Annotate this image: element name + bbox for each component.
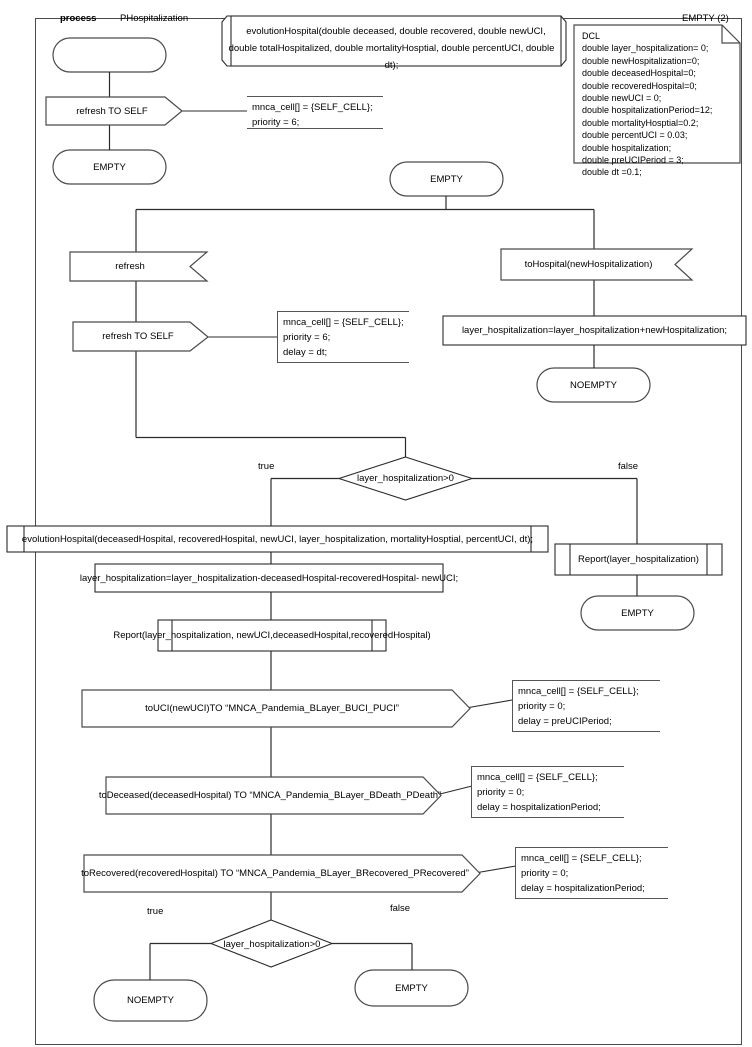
output-refresh-to-self-top-label: refresh TO SELF xyxy=(76,105,148,117)
condition-note-deceased: mnca_cell[] = {SELF_CELL}; priority = 0;… xyxy=(471,766,624,818)
noempty-right-state-label: NOEMPTY xyxy=(570,379,617,391)
condition-note-deceased-line-1: priority = 0; xyxy=(477,787,525,798)
condition-note-mid-line-0: mnca_cell[] = {SELF_CELL}; xyxy=(283,317,404,328)
procedure-header-line2: double totalHospitalized, double mortali… xyxy=(228,43,555,71)
call-evolution-label: evolutionHospital(deceasedHospital, reco… xyxy=(21,533,534,545)
condition-note-uci: mnca_cell[] = {SELF_CELL}; priority = 0;… xyxy=(512,680,660,732)
condition-note-top-line-0: mnca_cell[] = {SELF_CELL}; xyxy=(252,102,373,113)
empty-false-state-label: EMPTY xyxy=(621,607,654,619)
condition-note-mid: mnca_cell[] = {SELF_CELL}; priority = 6;… xyxy=(277,311,409,363)
procedure-header-line1: evolutionHospital(double deceased, doubl… xyxy=(246,26,546,37)
empty-reference-label: EMPTY (2) xyxy=(682,13,729,24)
condition-note-uci-line-2: delay = preUCIPeriod; xyxy=(518,716,612,727)
decision-top-label: layer_hospitalization>0 xyxy=(357,472,454,484)
dcl-line-4: double newUCI = 0; xyxy=(582,93,662,104)
input-refresh-label: refresh xyxy=(115,261,145,272)
empty-mid-state-label: EMPTY xyxy=(430,173,463,185)
output-to-uci-label: toUCI(newUCI)TO “MNCA_Pandemia_BLayer_BU… xyxy=(145,703,399,714)
dcl-line-10: double dt =0.1; xyxy=(582,167,642,178)
task-add-label: layer_hospitalization=layer_hospitalizat… xyxy=(461,325,728,336)
noempty-bottom-state-label: NOEMPTY xyxy=(127,995,174,1006)
empty-bottom-state-label: EMPTY xyxy=(395,982,428,994)
start-state-label xyxy=(53,38,166,72)
procedure-header-text: evolutionHospital(double deceased, doubl… xyxy=(229,23,561,71)
output-refresh-to-self-mid-label: refresh TO SELF xyxy=(102,331,174,342)
dcl-title: DCL xyxy=(582,31,601,41)
output-to-recovered-label: toRecovered(recoveredHospital) TO “MNCA_… xyxy=(81,868,469,879)
call-report-false-label: Report(layer_hospitalization) xyxy=(578,554,699,565)
call-report-full-label: Report(layer_hospitalization, newUCI,dec… xyxy=(113,630,431,641)
branch-label-false-bottom: false xyxy=(390,903,411,914)
condition-note-recovered-line-1: priority = 0; xyxy=(521,868,569,879)
branch-label-true-bottom: true xyxy=(147,906,164,917)
condition-note-mid-line-2: delay = dt; xyxy=(283,347,328,358)
dcl-line-8: double hospitalization; xyxy=(582,142,672,153)
condition-note-mid-line-1: priority = 6; xyxy=(283,332,331,343)
condition-note-recovered-line-2: delay = hospitalizationPeriod; xyxy=(521,883,645,894)
branch-label-false-top: false xyxy=(618,461,639,472)
dcl-line-7: double percentUCI = 0.03; xyxy=(582,130,688,141)
dcl-line-9: double preUCIPeriod = 3; xyxy=(582,155,684,166)
dcl-line-1: double newHospitalization=0; xyxy=(582,55,700,66)
dcl-line-0: double layer_hospitalization= 0; xyxy=(582,43,709,54)
dcl-note-text: DCL double layer_hospitalization= 0; dou… xyxy=(577,27,737,182)
condition-note-uci-line-0: mnca_cell[] = {SELF_CELL}; xyxy=(518,686,639,697)
empty-top-state-label: EMPTY xyxy=(93,161,126,173)
condition-note-deceased-line-2: delay = hospitalizationPeriod; xyxy=(477,802,601,813)
task-subtract-label: layer_hospitalization=layer_hospitalizat… xyxy=(79,572,459,584)
condition-note-recovered-line-0: mnca_cell[] = {SELF_CELL}; xyxy=(521,853,642,864)
process-keyword-label: process xyxy=(60,13,97,24)
decision-bottom-label: layer_hospitalization>0 xyxy=(223,938,321,950)
branch-label-true-top: true xyxy=(258,461,275,472)
dcl-line-6: double mortalityHosptial=0.2; xyxy=(582,117,699,128)
condition-note-top: mnca_cell[] = {SELF_CELL}; priority = 6; xyxy=(247,96,383,129)
condition-note-deceased-line-0: mnca_cell[] = {SELF_CELL}; xyxy=(477,772,598,783)
dcl-line-5: double hospitalizationPeriod=12; xyxy=(582,105,713,116)
process-name-label: PHospitalization xyxy=(120,13,189,24)
dcl-line-2: double deceasedHospital=0; xyxy=(582,68,696,79)
condition-note-recovered: mnca_cell[] = {SELF_CELL}; priority = 0;… xyxy=(515,847,668,899)
input-to-hospital-label: toHospital(newHospitalization) xyxy=(524,259,653,270)
condition-note-uci-line-1: priority = 0; xyxy=(518,701,566,712)
condition-note-top-line-1: priority = 6; xyxy=(252,117,300,128)
dcl-line-3: double recoveredHospital=0; xyxy=(582,80,697,91)
output-to-deceased-label: toDeceased(deceasedHospital) TO “MNCA_Pa… xyxy=(98,790,442,801)
